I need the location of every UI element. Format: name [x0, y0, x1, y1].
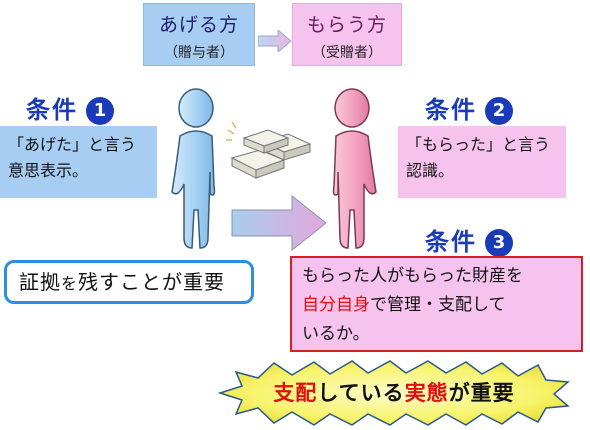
- receiver-person-figure: [332, 88, 377, 249]
- condition-1-number: 1: [86, 97, 114, 125]
- condition-2-line2: 認識。: [406, 161, 455, 180]
- condition-1-line2: 意思表示。: [8, 161, 89, 180]
- transfer-arrow-icon: [231, 194, 327, 252]
- condition-1-box: 「あげた」と言う 意思表示。: [0, 126, 157, 198]
- condition-3-number: 3: [485, 229, 513, 257]
- giver-label-box: あげる方 （贈与者）: [143, 3, 255, 66]
- burst-text-2: している: [317, 381, 405, 405]
- condition-3-line2: 自分自身で管理・支配して: [302, 291, 571, 320]
- evidence-text-1: 証拠: [19, 270, 61, 294]
- condition-3-label: 条件: [425, 228, 477, 256]
- condition-1-header: 条件 1: [26, 90, 114, 125]
- burst-text-3: 実態: [404, 381, 449, 405]
- condition-3-line1: もらった人がもらった財産を: [302, 266, 523, 286]
- condition-2-label: 条件: [425, 96, 477, 124]
- evidence-text-3: 残すことが重要: [78, 270, 226, 294]
- condition-3-box: もらった人がもらった財産を 自分自身で管理・支配して いるか。: [290, 256, 583, 352]
- condition-1-label: 条件: [26, 96, 78, 124]
- evidence-box: 証拠を残すことが重要: [4, 260, 254, 304]
- condition-2-line1: 「もらった」と言う: [406, 135, 551, 154]
- condition-3-line3: いるか。: [302, 324, 370, 344]
- money-stack-icon: [226, 121, 312, 179]
- burst-shape: [218, 360, 570, 426]
- control-reality-burst: 支配している実態が重要: [218, 360, 570, 426]
- burst-text-1: 支配: [273, 381, 318, 405]
- condition-2-box: 「もらった」と言う 認識。: [398, 126, 566, 198]
- burst-text-4: が重要: [448, 381, 515, 405]
- condition-3-header: 条件 3: [425, 222, 513, 257]
- receiver-title: もらう方: [306, 14, 387, 36]
- condition-3-emphasis: 自分自身: [302, 295, 370, 315]
- receiver-label-box: もらう方 （受贈者）: [292, 3, 402, 66]
- giver-person-figure: [171, 88, 216, 249]
- condition-2-header: 条件 2: [425, 90, 513, 125]
- evidence-text-2: を: [61, 274, 79, 293]
- small-arrow-icon: [258, 30, 292, 52]
- condition-1-line1: 「あげた」と言う: [8, 135, 137, 154]
- burst-text: 支配している実態が重要: [218, 360, 570, 426]
- giver-subtitle: （贈与者）: [164, 45, 234, 61]
- giver-title: あげる方: [158, 14, 239, 36]
- condition-2-number: 2: [485, 97, 513, 125]
- condition-3-line2-rest: で管理・支配して: [370, 295, 506, 315]
- receiver-subtitle: （受贈者）: [312, 45, 382, 61]
